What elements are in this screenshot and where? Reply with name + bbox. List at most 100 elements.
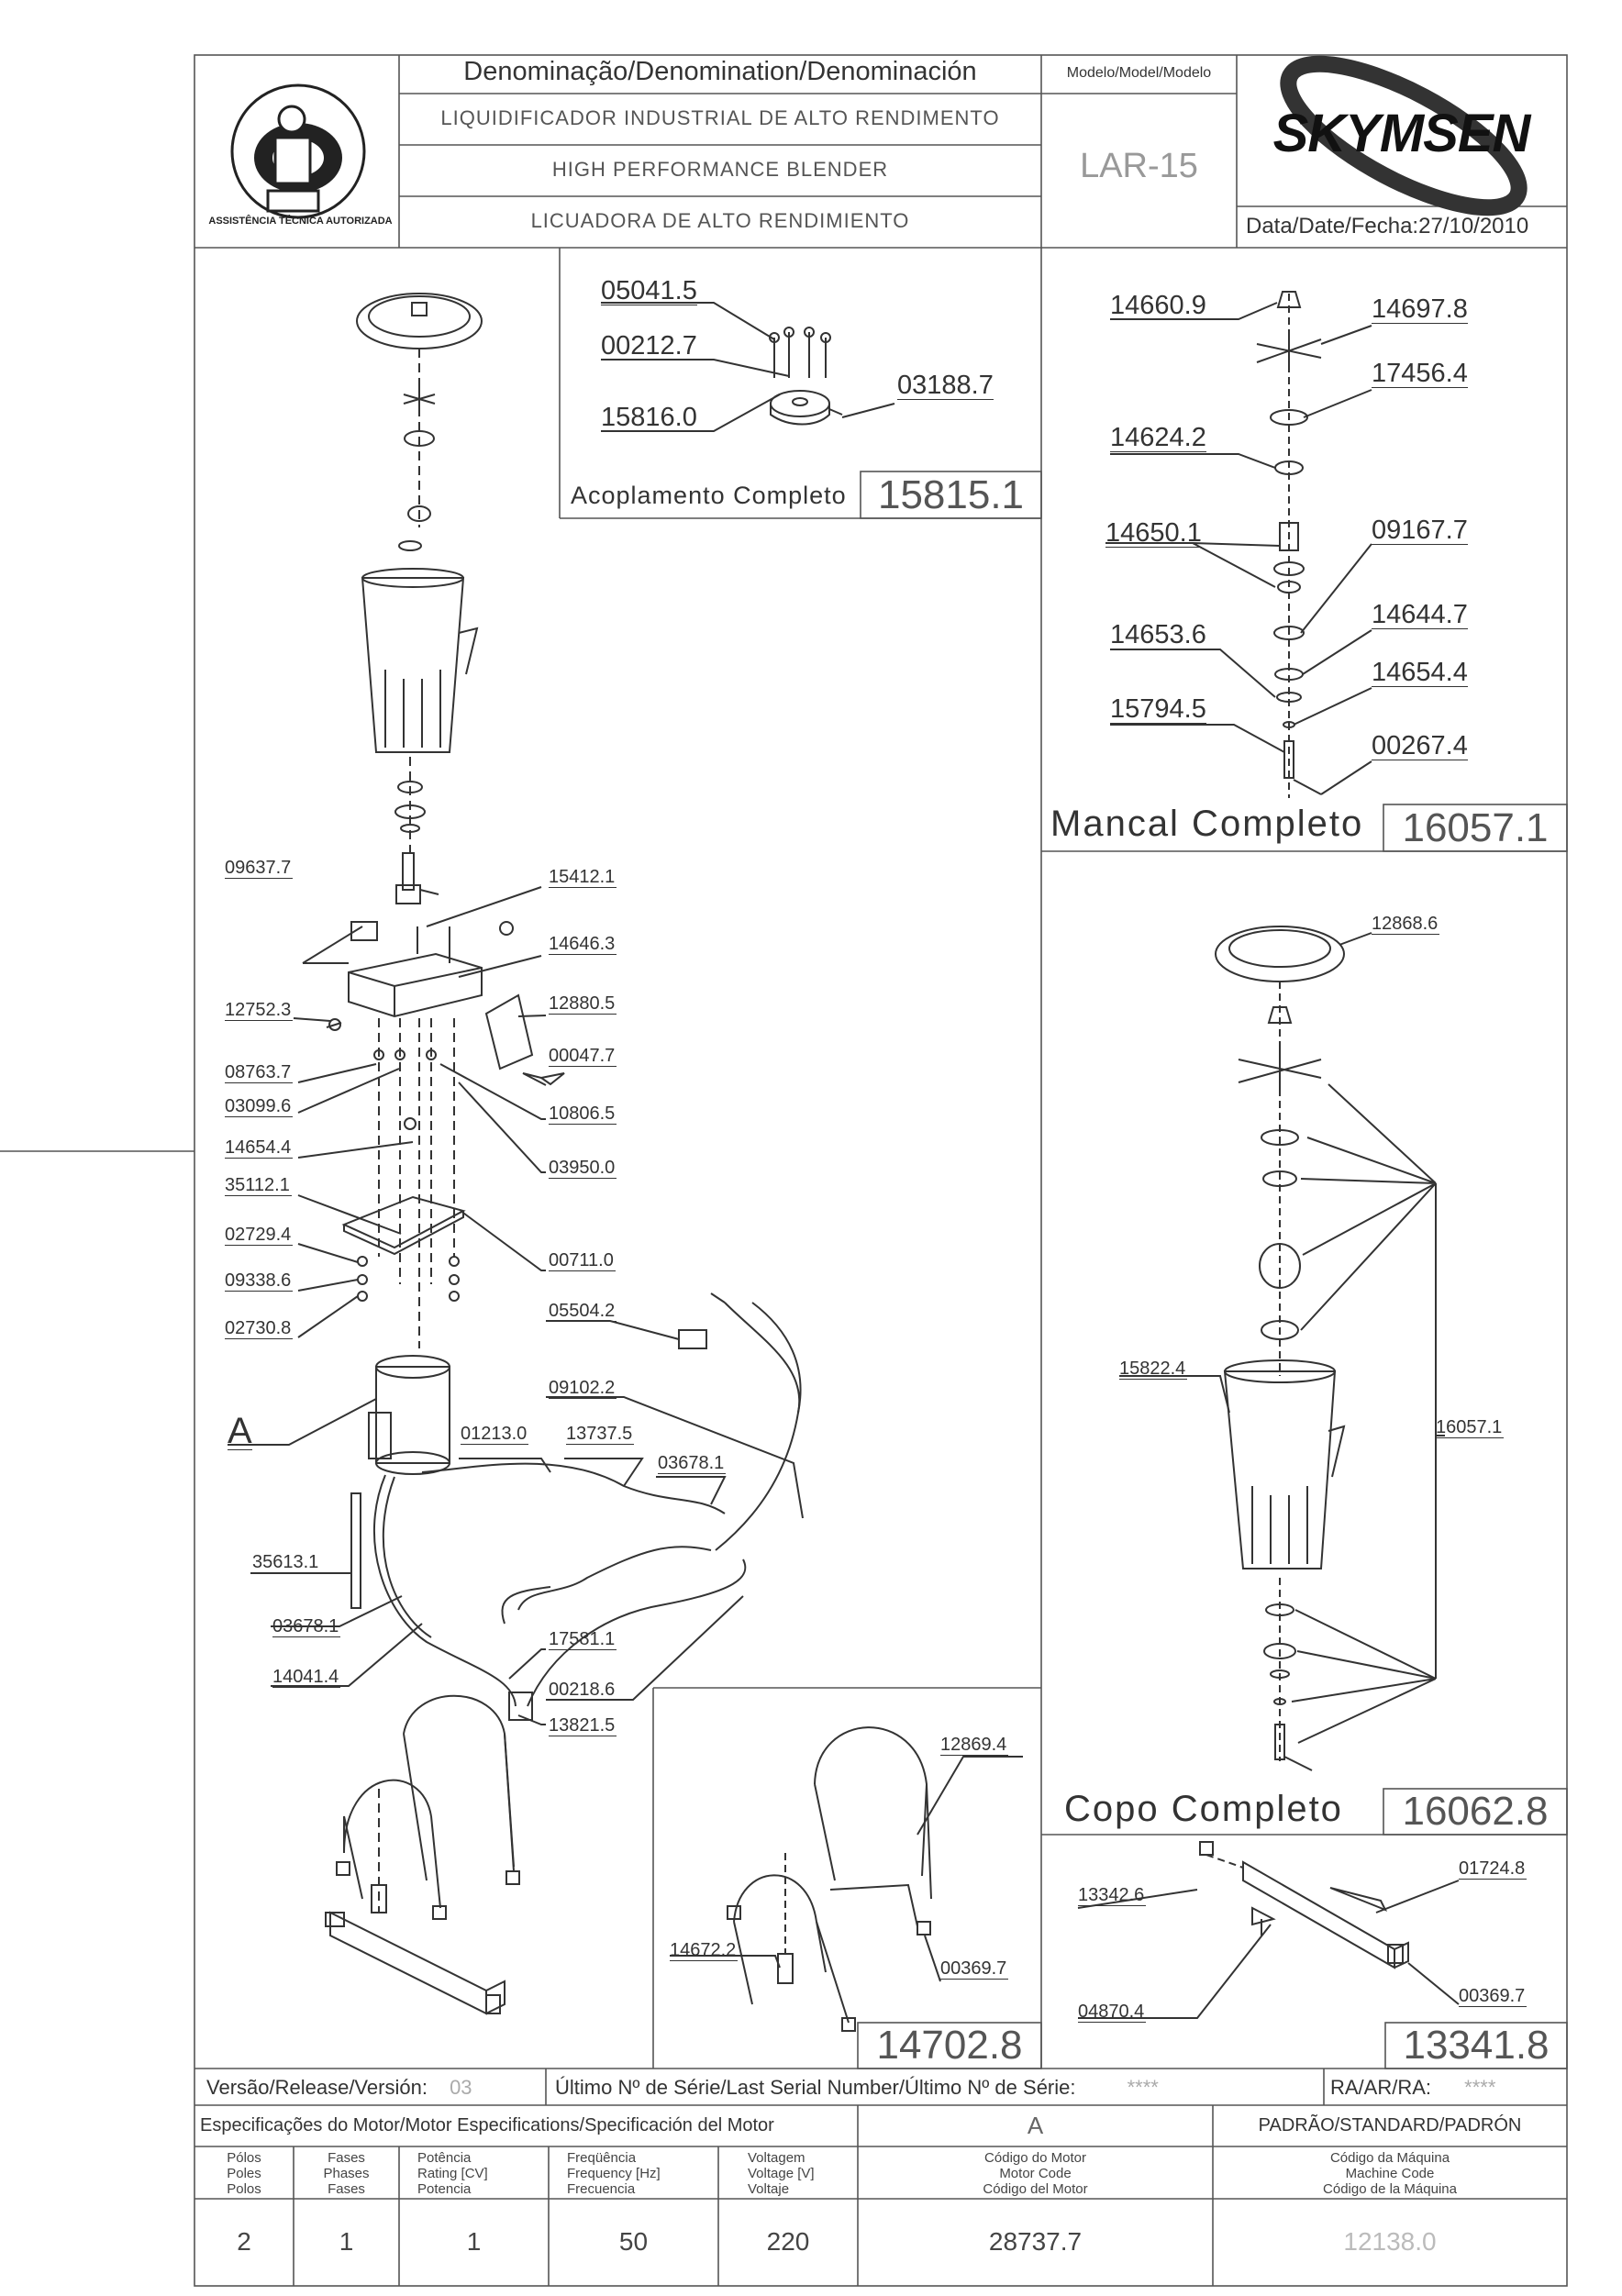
version-label: Versão/Release/Versión:: [206, 2076, 428, 2099]
part-label-10806-5: 10806.5: [549, 1104, 617, 1125]
value-machine-code: 12138.0: [1343, 2227, 1437, 2256]
brand-name: SKYMSEN: [1272, 104, 1531, 163]
serial-value: ****: [1127, 2076, 1159, 2099]
motor-spec-label: Especificações do Motor/Motor Especifica…: [200, 2115, 774, 2135]
value-voltage: 220: [766, 2227, 810, 2256]
part-label-00212-7: 00212.7: [601, 331, 697, 360]
part-label-15816-0: 15816.0: [601, 403, 697, 432]
part-label-15794-5: 15794.5: [1110, 694, 1206, 724]
part-label-12880-5: 12880.5: [549, 993, 617, 1015]
version-value: 03: [450, 2076, 472, 2099]
date-line: Data/Date/Fecha:27/10/2010: [1246, 214, 1528, 239]
model-label: Modelo/Model/Modelo: [1066, 65, 1212, 81]
skymsen-logo: [1280, 55, 1528, 216]
col-header-poles: Pólos Poles Polos: [194, 2150, 294, 2197]
value-poles: 2: [237, 2227, 251, 2256]
part-label-04870-4: 04870.4: [1078, 2002, 1147, 2023]
stand-assembly-code: 14702.8: [876, 2023, 1023, 2068]
part-label-01213-0: 01213.0: [461, 1424, 529, 1445]
part-label-09167-7: 09167.7: [1372, 516, 1468, 545]
part-label-01724-8: 01724.8: [1459, 1858, 1528, 1880]
part-label-12868-6: 12868.6: [1372, 914, 1440, 935]
part-label-14646-3: 14646.3: [549, 934, 617, 955]
part-label-13821-5: 13821.5: [549, 1715, 617, 1736]
part-label-13737-5: 13737.5: [566, 1424, 635, 1445]
part-label-00267-4: 00267.4: [1372, 731, 1468, 760]
part-label-14654-4-bearing: 14654.4: [1372, 658, 1468, 687]
part-label-03678-1-lower: 03678.1: [272, 1616, 341, 1637]
col-header-phases: Fases Phases Fases: [294, 2150, 399, 2197]
ra-field: RA/AR/RA: ****: [1330, 2076, 1495, 2100]
col-header-frequency-es: Frecuencia: [567, 2181, 636, 2197]
col-header-frequency-en: Frequency [Hz]: [567, 2166, 661, 2181]
cup-assembly-title: Copo Completo: [1064, 1789, 1343, 1829]
col-header-voltage: Voltagem Voltage [V] Voltaje: [748, 2150, 858, 2197]
part-label-14697-8: 14697.8: [1372, 294, 1468, 324]
part-label-12752-3: 12752.3: [225, 1000, 294, 1021]
col-header-poles-es: Polos: [227, 2181, 261, 2197]
part-label-00369-7-stand: 00369.7: [940, 1958, 1009, 1980]
part-label-14650-1: 14650.1: [1105, 518, 1202, 548]
serial-field: Último Nº de Série/Last Serial Number/Úl…: [555, 2076, 1159, 2100]
part-label-08763-7: 08763.7: [225, 1062, 294, 1083]
part-label-14660-9: 14660.9: [1110, 291, 1206, 320]
col-header-voltage-pt: Voltagem: [748, 2150, 805, 2166]
part-label-17456-4: 17456.4: [1372, 359, 1468, 388]
part-label-15822-4: 15822.4: [1119, 1359, 1188, 1380]
col-header-power-pt: Potência: [417, 2150, 472, 2166]
denomination-label: Denominação/Denomination/Denominación: [463, 57, 977, 86]
value-motor-code: 28737.7: [988, 2227, 1083, 2256]
col-header-motor-code-en: Motor Code: [999, 2166, 1072, 2181]
model-value: LAR-15: [1080, 147, 1198, 185]
part-label-35112-1: 35112.1: [225, 1175, 292, 1196]
product-name-pt: LIQUIDIFICADOR INDUSTRIAL DE ALTO RENDIM…: [440, 106, 1000, 129]
ra-label: RA/AR/RA:: [1330, 2076, 1432, 2099]
col-header-machine-code-pt: Código da Máquina: [1329, 2150, 1450, 2166]
product-name-es: LICUADORA DE ALTO RENDIMIENTO: [530, 209, 910, 232]
part-label-00711-0: 00711.0: [549, 1250, 616, 1271]
rail-assembly-code: 13341.8: [1403, 2023, 1550, 2068]
part-label-03099-6: 03099.6: [225, 1096, 294, 1117]
part-label-14672-2: 14672.2: [670, 1940, 739, 1961]
motor-reference-letter: A: [228, 1411, 252, 1451]
part-label-14653-6: 14653.6: [1110, 620, 1206, 649]
part-label-14041-4: 14041.4: [272, 1667, 341, 1688]
col-header-motor-code: Código do Motor Motor Code Código del Mo…: [858, 2150, 1213, 2197]
value-phases: 1: [339, 2227, 354, 2256]
part-label-14644-7: 14644.7: [1372, 600, 1468, 629]
cup-assembly-code: 16062.8: [1402, 1789, 1549, 1834]
col-header-voltage-en: Voltage [V]: [748, 2166, 815, 2181]
date-label: Data/Date/Fecha:: [1246, 214, 1419, 238]
col-header-machine-code: Código da Máquina Machine Code Código de…: [1213, 2150, 1567, 2197]
stamp-caption: ASSISTÊNCIA TÉCNICA AUTORIZADA: [208, 216, 393, 227]
part-label-02729-4: 02729.4: [225, 1225, 294, 1246]
col-header-power-es: Potencia: [417, 2181, 472, 2197]
col-header-phases-pt: Fases: [328, 2150, 365, 2166]
part-label-00369-7-rail: 00369.7: [1459, 1986, 1528, 2007]
part-label-03188-7: 03188.7: [897, 371, 994, 400]
col-header-frequency: Freqüência Frequency [Hz] Frecuencia: [567, 2150, 718, 2197]
part-label-35613-1: 35613.1: [252, 1552, 321, 1573]
ra-value: ****: [1464, 2076, 1496, 2099]
serial-label: Último Nº de Série/Last Serial Number/Úl…: [555, 2076, 1076, 2099]
bearing-assembly-title: Mancal Completo: [1050, 804, 1364, 844]
col-header-frequency-pt: Freqüência: [567, 2150, 637, 2166]
part-label-00047-7: 00047.7: [549, 1046, 617, 1067]
coupling-assembly-code: 15815.1: [877, 472, 1025, 517]
version-field: Versão/Release/Versión: 03: [206, 2076, 472, 2100]
part-label-15412-1: 15412.1: [549, 867, 617, 888]
col-header-power: Potência Rating [CV] Potencia: [417, 2150, 549, 2197]
col-header-machine-code-en: Machine Code: [1345, 2166, 1435, 2181]
motor-spec-letter: A: [1027, 2112, 1044, 2139]
date-value: 27/10/2010: [1418, 214, 1529, 238]
coupling-assembly-title: Acoplamento Completo: [571, 482, 847, 509]
standard-label: PADRÃO/STANDARD/PADRÓN: [1258, 2115, 1522, 2135]
bearing-assembly-code: 16057.1: [1402, 805, 1549, 850]
part-label-09338-6: 09338.6: [225, 1270, 294, 1292]
value-power: 1: [466, 2227, 482, 2256]
col-header-motor-code-es: Código del Motor: [983, 2181, 1088, 2197]
part-label-16057-1-cup: 16057.1: [1436, 1417, 1505, 1438]
product-name-en: HIGH PERFORMANCE BLENDER: [551, 158, 889, 181]
part-label-00218-6: 00218.6: [549, 1680, 617, 1701]
